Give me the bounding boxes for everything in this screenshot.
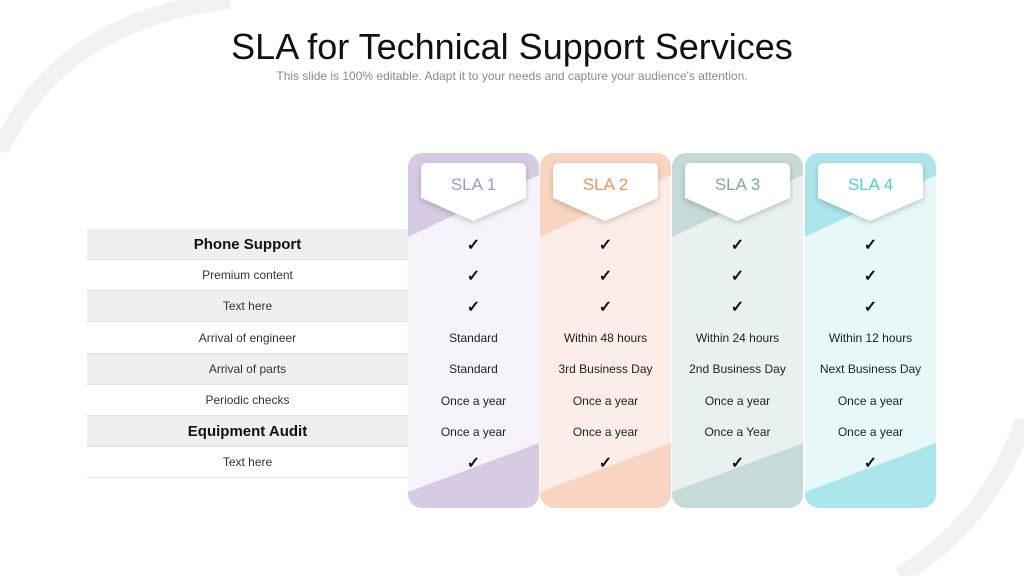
row-label: Arrival of engineer (87, 323, 408, 354)
plan-cell: Once a Year (704, 424, 771, 439)
check-icon: ✓ (598, 454, 613, 472)
plan-cell: Once a year (837, 393, 904, 408)
check-icon: ✓ (466, 267, 481, 285)
plan-cell: Once a year (572, 424, 639, 439)
check-icon: ✓ (730, 236, 745, 254)
plan-name: SLA 3 (714, 175, 761, 194)
check-icon: ✓ (863, 298, 878, 316)
plan-cell: Once a year (572, 393, 639, 408)
plan-cell: 2nd Business Day (689, 362, 786, 377)
row-label: Phone Support (87, 229, 408, 260)
page-subtitle: This slide is 100% editable. Adapt it to… (276, 69, 748, 83)
check-icon: ✓ (598, 236, 613, 254)
plan-name: SLA 4 (847, 175, 894, 194)
plan-cell: Once a year (440, 393, 507, 408)
plan-name: SLA 2 (582, 175, 629, 194)
plan-cell: Once a year (440, 424, 507, 439)
check-icon: ✓ (730, 298, 745, 316)
plan-cell: Within 12 hours (828, 331, 913, 346)
check-icon: ✓ (466, 298, 481, 316)
plan-cell: Once a year (704, 393, 771, 408)
row-label: Arrival of parts (87, 353, 408, 385)
plan-header: SLA 1 (421, 163, 526, 223)
plan-cell: Once a year (837, 424, 904, 439)
plan-cell: Within 24 hours (695, 331, 780, 346)
plan-cell: Within 48 hours (563, 331, 648, 346)
check-icon: ✓ (863, 454, 878, 472)
page-title: SLA for Technical Support Services (231, 26, 793, 67)
check-icon: ✓ (598, 298, 613, 316)
row-label: Equipment Audit (87, 416, 408, 448)
plan-cell: Standard (449, 331, 498, 346)
plan-cell: 3rd Business Day (558, 362, 653, 377)
plan-header: SLA 2 (553, 163, 658, 223)
check-icon: ✓ (466, 236, 481, 254)
check-icon: ✓ (863, 267, 878, 285)
row-label: Premium content (87, 260, 408, 292)
row-label: Text here (87, 447, 408, 479)
check-icon: ✓ (466, 454, 481, 472)
row-label: Text here (87, 291, 408, 323)
check-icon: ✓ (730, 267, 745, 285)
plan-header: SLA 4 (818, 163, 923, 223)
plan-cell: Standard (449, 362, 498, 377)
plan-cell: Next Business Day (819, 362, 922, 377)
row-label: Periodic checks (87, 385, 408, 416)
plan-header: SLA 3 (685, 163, 790, 223)
check-icon: ✓ (598, 267, 613, 285)
check-icon: ✓ (863, 236, 878, 254)
plan-name: SLA 1 (450, 175, 497, 194)
check-icon: ✓ (730, 454, 745, 472)
